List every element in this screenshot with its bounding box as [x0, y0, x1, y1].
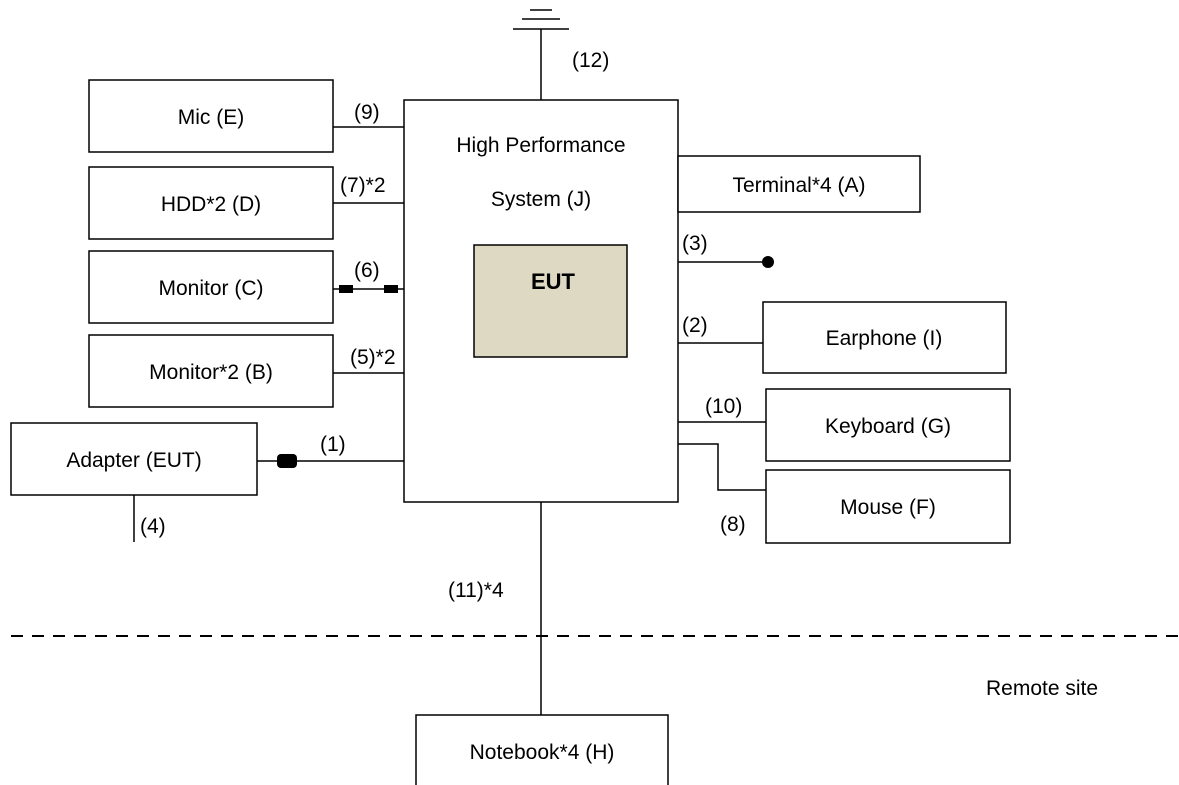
- keyboard-box: [765, 388, 1011, 462]
- cable-9-label: (9): [354, 101, 380, 124]
- ground-icon: [513, 9, 569, 30]
- ferrite-core-6a: [339, 285, 353, 293]
- cable-1-label: (1): [320, 433, 346, 456]
- mouse-label: Mouse (F): [840, 496, 936, 519]
- cable-3-end: [762, 256, 774, 268]
- cable-4-label: (4): [140, 515, 166, 538]
- notebook-label: Notebook*4 (H): [470, 741, 615, 764]
- cable-6-label: (6): [354, 259, 380, 282]
- cable-7-label: (7)*2: [340, 174, 386, 197]
- remote-site-label: Remote site: [986, 677, 1098, 700]
- notebook-box: [415, 714, 669, 785]
- mic-box: [88, 79, 334, 153]
- mouse-box: [765, 469, 1011, 544]
- cable-12-label: (12): [572, 49, 609, 72]
- earphone-box: [762, 301, 1007, 374]
- monitor-b-box: [88, 334, 334, 408]
- cable-8-label: (8): [720, 513, 746, 536]
- monitor-b-label: Monitor*2 (B): [149, 361, 273, 384]
- hdd-box: [88, 166, 334, 240]
- cable-8: [678, 443, 766, 491]
- cable-5-label: (5)*2: [350, 346, 396, 369]
- system-label-line1: High Performance: [456, 134, 625, 157]
- earphone-label: Earphone (I): [826, 327, 943, 350]
- terminal-box: [677, 155, 921, 213]
- system-label-line2: System (J): [491, 188, 591, 211]
- eut-box: [473, 244, 628, 358]
- cable-10-label: (10): [705, 395, 742, 418]
- cable-11-label: (11)*4: [448, 579, 504, 602]
- adapter-label: Adapter (EUT): [66, 449, 201, 472]
- mic-label: Mic (E): [178, 106, 245, 129]
- ferrite-core-1: [277, 454, 297, 468]
- ferrite-core-6b: [384, 285, 398, 293]
- eut-label: EUT: [531, 269, 576, 294]
- monitor-c-label: Monitor (C): [158, 277, 263, 300]
- cable-3-label: (3): [682, 232, 708, 255]
- terminal-label: Terminal*4 (A): [732, 174, 865, 197]
- cable-2-label: (2): [682, 314, 708, 337]
- keyboard-label: Keyboard (G): [825, 415, 951, 438]
- hdd-label: HDD*2 (D): [161, 193, 261, 216]
- monitor-c-box: [88, 250, 334, 324]
- adapter-box: [10, 422, 258, 496]
